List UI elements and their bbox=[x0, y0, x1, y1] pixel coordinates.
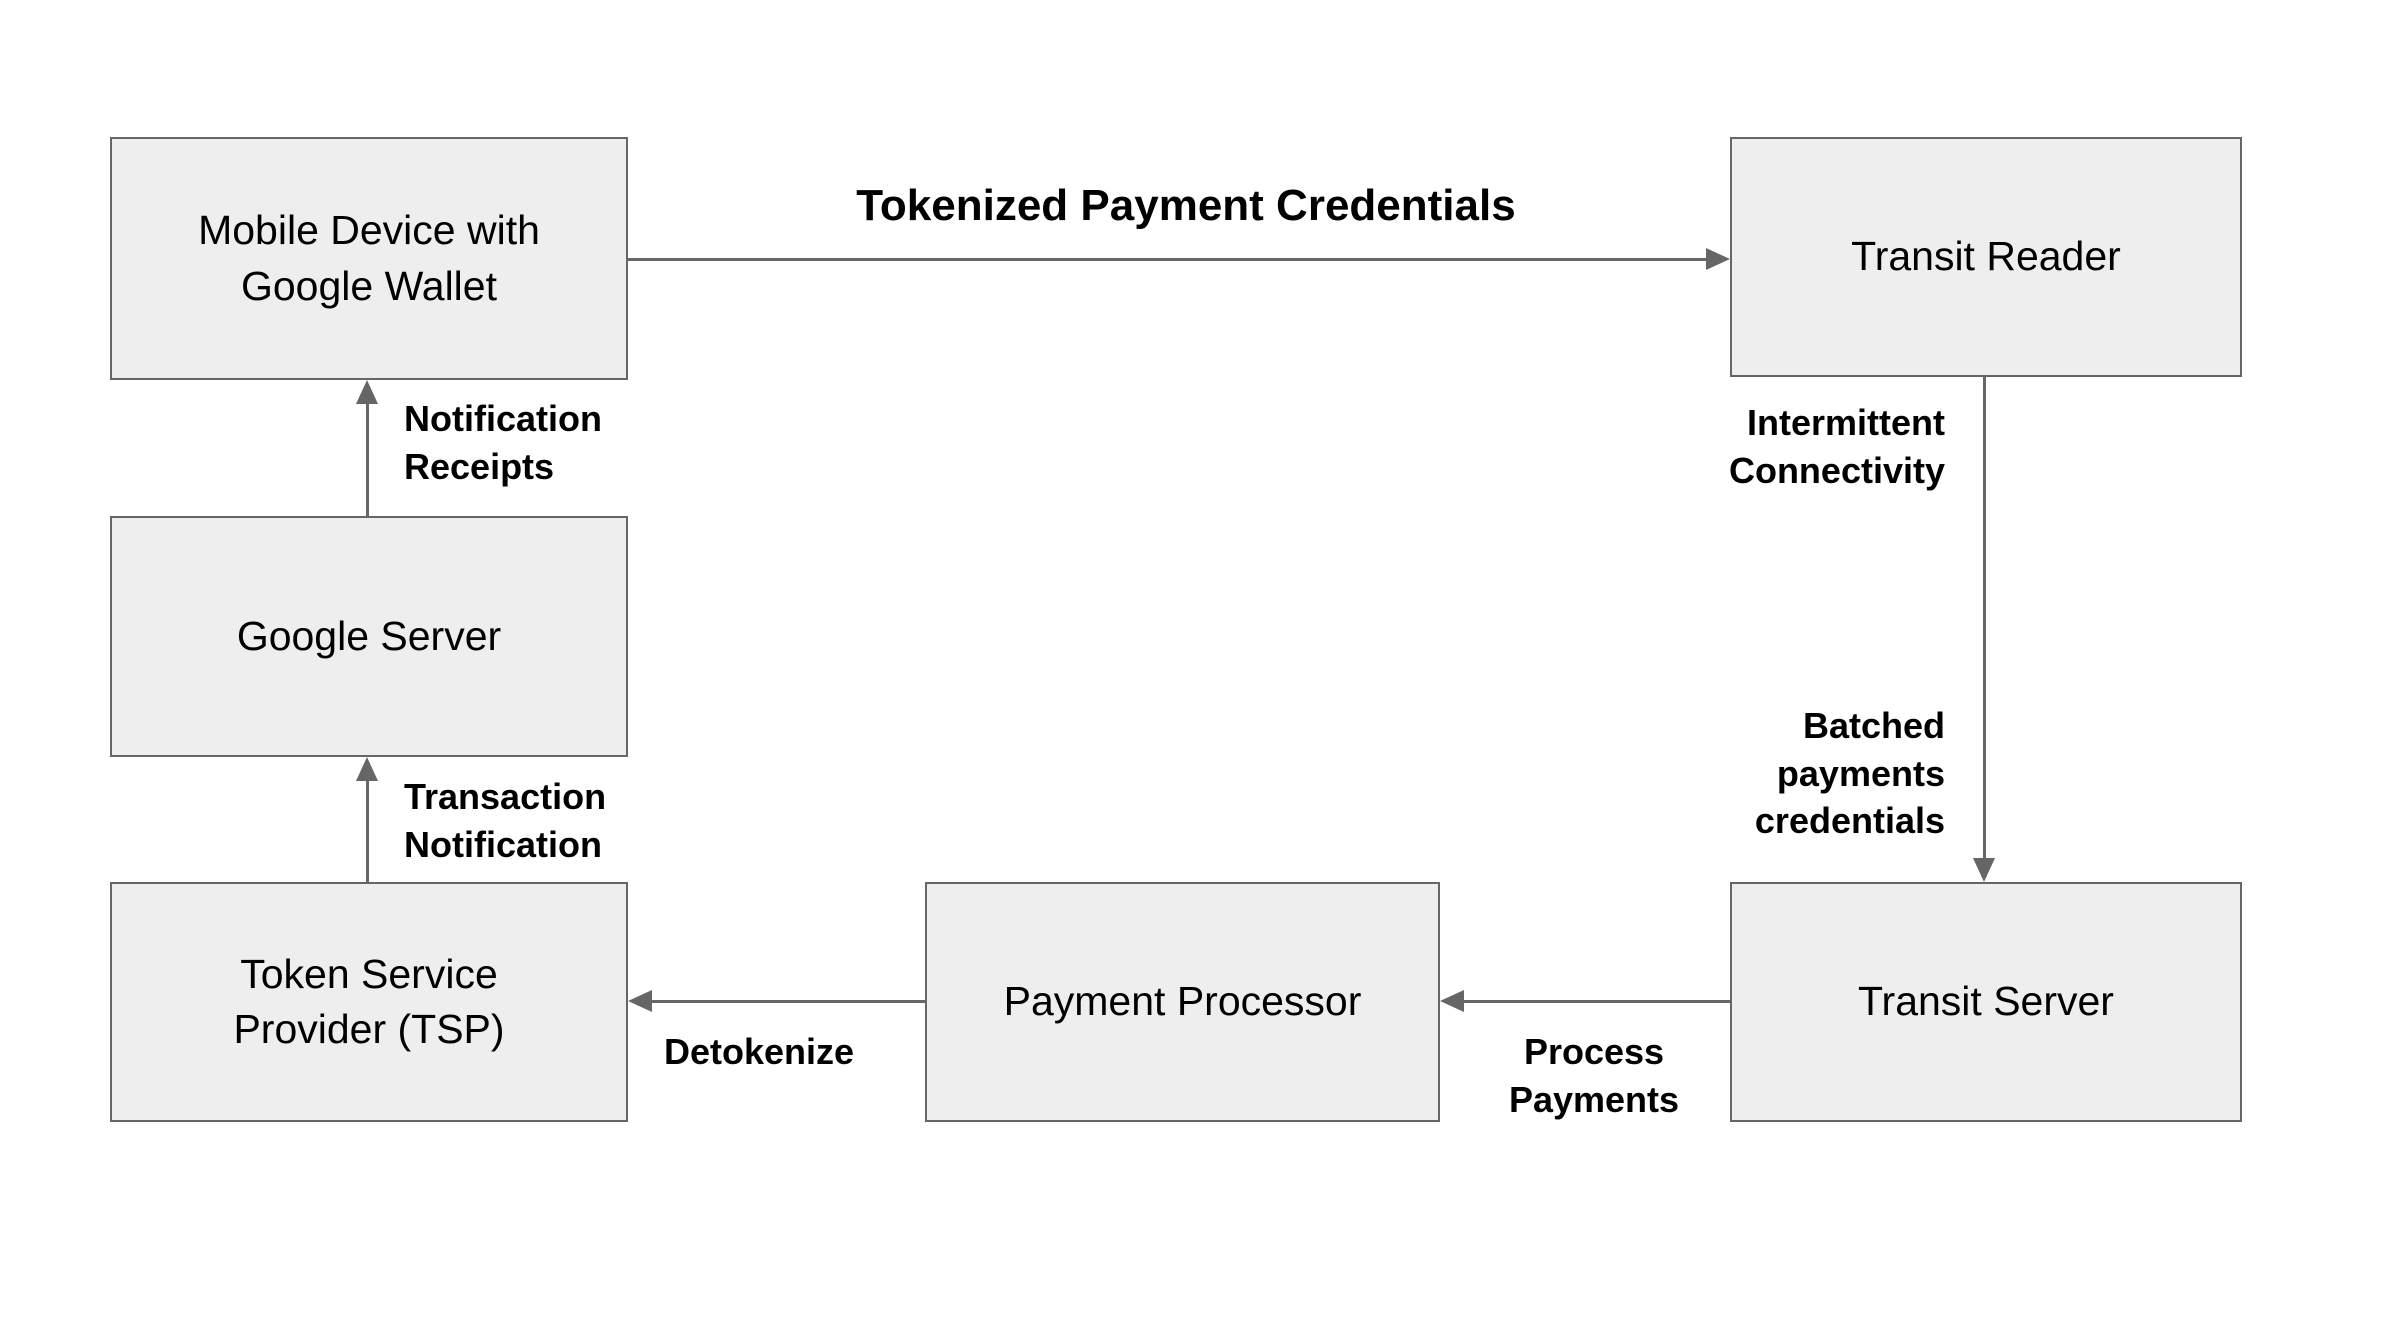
arrowhead-left-icon bbox=[1440, 990, 1464, 1012]
arrowhead-right-icon bbox=[1706, 248, 1730, 270]
arrowhead-down-icon bbox=[1973, 858, 1995, 882]
arrow-line-notification-receipts bbox=[366, 402, 369, 516]
edge-label-transaction-notification: Transaction Notification bbox=[404, 776, 607, 865]
arrow-line-reader-to-server bbox=[1983, 377, 1986, 860]
arrowhead-up-icon bbox=[356, 380, 378, 404]
node-transit-reader: Transit Reader bbox=[1730, 137, 2242, 377]
node-token-service-provider: Token Service Provider (TSP) bbox=[110, 882, 628, 1122]
node-transit-server: Transit Server bbox=[1730, 882, 2242, 1122]
arrow-line-process-payments bbox=[1464, 1000, 1730, 1003]
arrowhead-up-icon bbox=[356, 757, 378, 781]
arrow-line-detokenize bbox=[652, 1000, 925, 1003]
edge-label-detokenize: Detokenize bbox=[664, 1031, 855, 1072]
node-mobile-device-with-google-wallet: Mobile Device with Google Wallet bbox=[110, 137, 628, 380]
arrowhead-left-icon bbox=[628, 990, 652, 1012]
node-google-server: Google Server bbox=[110, 516, 628, 757]
edge-label-batched-payments-credentials: Batched payments credentials bbox=[1754, 705, 1945, 842]
arrow-line-tokenized-payment-credentials bbox=[628, 258, 1706, 261]
edge-label-process-payments: Process Payments bbox=[1508, 1031, 1680, 1120]
node-payment-processor: Payment Processor bbox=[925, 882, 1440, 1122]
edge-label-intermittent-connectivity: Intermittent Connectivity bbox=[1728, 402, 1945, 491]
edge-label-notification-receipts: Notification Receipts bbox=[404, 398, 602, 487]
edge-label-tokenized-payment-credentials: Tokenized Payment Credentials bbox=[856, 181, 1516, 230]
arrow-line-transaction-notification bbox=[366, 779, 369, 882]
